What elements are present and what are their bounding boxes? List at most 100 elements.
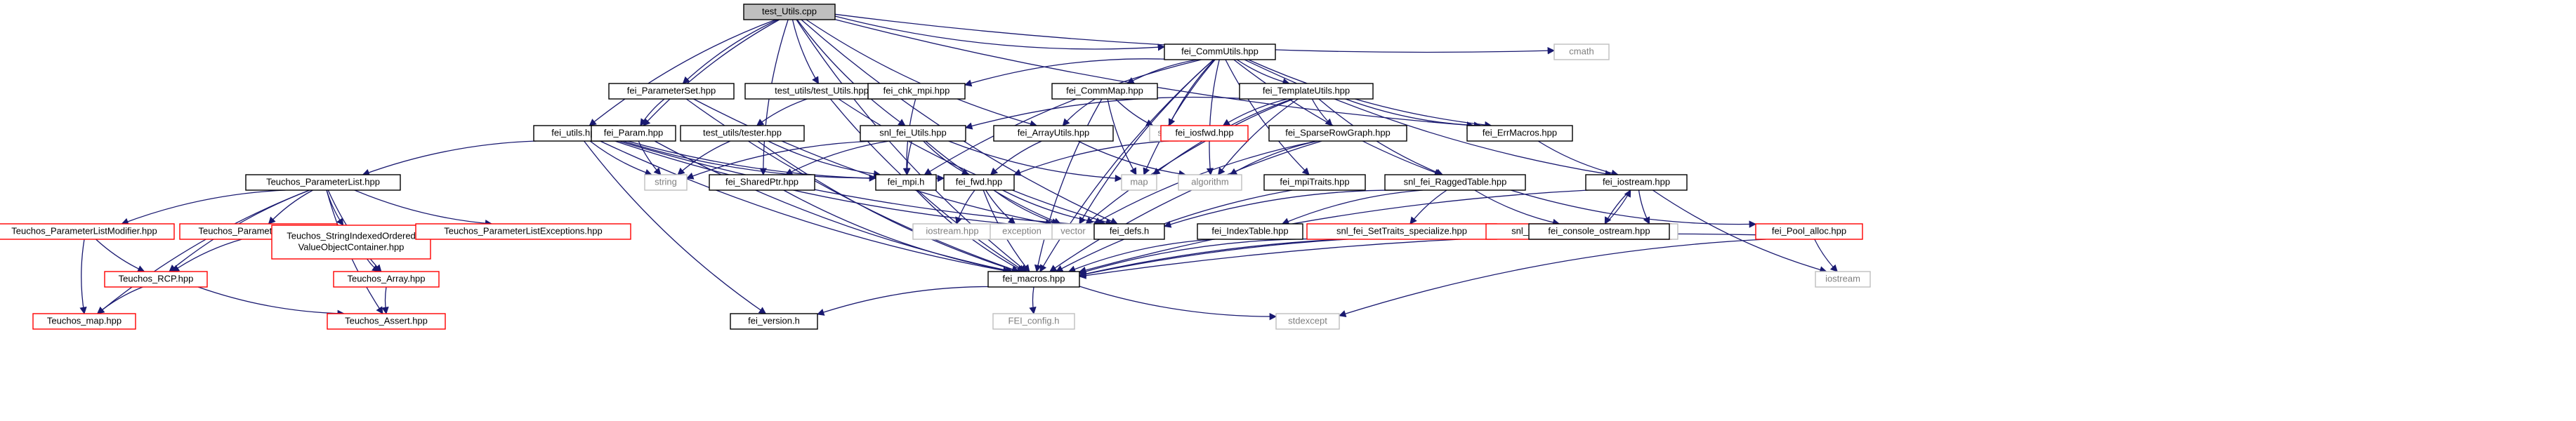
node-fei-commutils-hpp[interactable]: fei_CommUtils.hpp <box>1164 44 1276 60</box>
edge-fei-commutils-hpp-to-fei-commmap-hpp <box>1126 59 1197 84</box>
node-fei-sparserowgraph-hpp[interactable]: fei_SparseRowGraph.hpp <box>1268 125 1407 142</box>
node-teuchos-parameterlistexceptions-hpp[interactable]: Teuchos_ParameterListExceptions.hpp <box>415 223 631 240</box>
edge-fei-iostream-hpp-to-iostream <box>1652 189 1827 274</box>
node-fei-param-hpp[interactable]: fei_Param.hpp <box>591 125 676 142</box>
node-fei-sharedptr-hpp[interactable]: fei_SharedPtr.hpp <box>709 174 815 191</box>
node-fei-commmap-hpp[interactable]: fei_CommMap.hpp <box>1051 83 1158 100</box>
node-teuchos-stringindexedordered-valueobjectcontainer-hpp[interactable]: Teuchos_StringIndexedOrderedValueObjectC… <box>271 225 431 260</box>
edge-test-utils-tester-hpp-to-fei-mpi-h <box>768 140 881 178</box>
node-fei-iostream-hpp[interactable]: fei_iostream.hpp <box>1585 174 1688 191</box>
edge-snl-fei-utils-hpp-to-fei-mpi-h <box>903 140 913 176</box>
edge-fei-templateutils-hpp-to-vector <box>1085 98 1294 225</box>
edge-test-utils-cpp-to-fei-utils-hpp <box>589 19 776 126</box>
edge-fei-pool-alloc-hpp-to-stdexcept <box>1339 239 1766 318</box>
node-fei-iosfwd-hpp[interactable]: fei_iosfwd.hpp <box>1160 125 1249 142</box>
node-fei-mpitraits-hpp[interactable]: fei_mpiTraits.hpp <box>1263 174 1366 191</box>
node-snl-fei-raggedtable-hpp[interactable]: snl_fei_RaggedTable.hpp <box>1384 174 1526 191</box>
node-box <box>1466 125 1573 142</box>
edge-fei-macros-hpp-to-fei-version-h <box>817 286 989 316</box>
node-box <box>1093 223 1165 240</box>
edge-snl-fei-raggedtable-hpp-to-snl-fei-settraits-specialize-hpp <box>1409 189 1447 225</box>
edge-fei-commmap-hpp-to-set <box>1115 98 1154 126</box>
edge-fei-commmap-hpp-to-fei-arrayutils-hpp <box>1062 98 1096 126</box>
node-label: ValueObjectContainer.hpp <box>298 241 405 252</box>
node-snl-fei-settraits-specialize-hpp[interactable]: snl_fei_SetTraits_specialize.hpp <box>1306 223 1497 240</box>
node-fei-pool-alloc-hpp[interactable]: fei_Pool_alloc.hpp <box>1755 223 1863 240</box>
node-snl-fei-utils-hpp[interactable]: snl_fei_Utils.hpp <box>860 125 966 142</box>
edge-fei-parameterset-hpp-to-fei-param-hpp <box>640 98 665 126</box>
node-algorithm: algorithm <box>1178 174 1242 191</box>
node-teuchos-rcp-hpp[interactable]: Teuchos_RCP.hpp <box>104 271 208 288</box>
edge-fei-sharedptr-hpp-to-fei-macros-hpp <box>783 189 1013 274</box>
edge-snl-fei-raggedtable-hpp-to-fei-indextable-hpp <box>1281 189 1424 225</box>
node-label: fei_fwd.hpp <box>956 176 1003 187</box>
node-fei-arrayutils-hpp[interactable]: fei_ArrayUtils.hpp <box>993 125 1114 142</box>
node-fei-version-h[interactable]: fei_version.h <box>730 313 818 330</box>
node-teuchos-parameterlistmodifier-hpp[interactable]: Teuchos_ParameterListModifier.hpp <box>0 223 175 240</box>
node-fei-mpi-h[interactable]: fei_mpi.h <box>875 174 937 191</box>
edge-fei-param-hpp-to-string <box>638 140 662 175</box>
edge-fei-utils-hpp-to-teuchos-parameterlist-hpp <box>362 140 537 176</box>
node-box <box>415 223 631 240</box>
node-label: snl_fei_Utils.hpp <box>879 127 946 138</box>
edge-fei-iostream-hpp-to-iomanip <box>1638 189 1650 225</box>
node-label: snl_fei_RaggedTable.hpp <box>1404 176 1507 187</box>
node-label: fei_ArrayUtils.hpp <box>1018 127 1090 138</box>
node-fei-config-h: FEI_config.h <box>992 313 1075 330</box>
node-box <box>1263 174 1366 191</box>
edge-fei-fwd-hpp-to-vector <box>993 189 1059 225</box>
node-label: fei_mpiTraits.hpp <box>1280 176 1349 187</box>
edge-fei-commutils-hpp-to-map <box>1143 59 1216 175</box>
node-fei-macros-hpp[interactable]: fei_macros.hpp <box>987 271 1080 288</box>
node-fei-parameterset-hpp[interactable]: fei_ParameterSet.hpp <box>608 83 735 100</box>
node-label: fei_CommMap.hpp <box>1066 85 1143 95</box>
node-fei-chk-mpi-hpp[interactable]: fei_chk_mpi.hpp <box>867 83 966 100</box>
node-box <box>1528 223 1670 240</box>
node-teuchos-map-hpp[interactable]: Teuchos_map.hpp <box>32 313 136 330</box>
node-label: string <box>655 176 677 187</box>
edge-fei-commutils-hpp-to-fei-iostream-hpp <box>1244 59 1612 178</box>
node-teuchos-parameterlist-hpp[interactable]: Teuchos_ParameterList.hpp <box>245 174 401 191</box>
node-label: fei_SharedPtr.hpp <box>725 176 799 187</box>
node-label: FEI_config.h <box>1008 315 1060 326</box>
node-label: fei_chk_mpi.hpp <box>883 85 950 95</box>
edge-test-utils-test-utils-hpp-to-fei-defs-h <box>838 98 1113 226</box>
node-label: Teuchos_RCP.hpp <box>119 273 194 283</box>
node-test-utils-cpp[interactable]: test_Utils.cpp <box>743 4 836 20</box>
node-box <box>1275 313 1340 330</box>
edge-fei-templateutils-hpp-to-snl-fei-raggedtable-hpp <box>1318 98 1444 176</box>
edge-snl-fei-utils-hpp-to-fei-sharedptr-hpp <box>784 140 890 175</box>
edge-fei-commutils-hpp-to-fei-templateutils-hpp <box>1236 59 1290 86</box>
node-test-utils-test-utils-hpp[interactable]: test_utils/test_Utils.hpp <box>744 83 899 100</box>
edge-teuchos-array-hpp-to-teuchos-assert-hpp <box>381 286 389 315</box>
edge-fei-iostream-hpp-to-fei-console-ostream-hpp <box>1604 189 1631 225</box>
node-box <box>245 174 401 191</box>
node-box <box>644 174 688 191</box>
node-label: map <box>1130 176 1148 187</box>
node-label: fei_Param.hpp <box>604 127 664 138</box>
edge-fei-commutils-hpp-to-algorithm <box>1206 59 1220 176</box>
edge-fei-utils-hpp-to-fei-macros-hpp <box>600 140 1011 274</box>
node-label: Teuchos_Assert.hpp <box>345 315 428 326</box>
node-fei-defs-h[interactable]: fei_defs.h <box>1093 223 1165 240</box>
node-teuchos-assert-hpp[interactable]: Teuchos_Assert.hpp <box>327 313 446 330</box>
node-box <box>1755 223 1863 240</box>
node-fei-console-ostream-hpp[interactable]: fei_console_ostream.hpp <box>1528 223 1670 240</box>
node-fei-errmacros-hpp[interactable]: fei_ErrMacros.hpp <box>1466 125 1573 142</box>
node-fei-templateutils-hpp[interactable]: fei_TemplateUtils.hpp <box>1239 83 1374 100</box>
edge-test-utils-cpp-to-snl-fei-utils-hpp <box>796 19 906 126</box>
edge-snl-fei-raggedtable-hpp-to-snl-fei-maptraits-specialize-hpp <box>1474 189 1560 227</box>
edge-snl-fei-utils-hpp-to-string <box>686 140 874 180</box>
edge-test-utils-cpp-to-fei-commutils-hpp <box>834 15 1166 51</box>
node-test-utils-tester-hpp[interactable]: test_utils/tester.hpp <box>680 125 805 142</box>
node-label: Teuchos_ParameterListModifier.hpp <box>11 225 157 236</box>
edge-fei-commmap-hpp-to-map <box>1107 98 1137 175</box>
edge-fei-commutils-hpp-to-fei-macros-hpp <box>1039 59 1214 272</box>
edge-fei-errmacros-hpp-to-fei-iostream-hpp <box>1537 140 1619 177</box>
edge-fei-pool-alloc-hpp-to-iostream <box>1814 239 1838 272</box>
node-fei-fwd-hpp[interactable]: fei_fwd.hpp <box>943 174 1015 191</box>
node-box <box>709 174 815 191</box>
node-fei-indextable-hpp[interactable]: fei_IndexTable.hpp <box>1197 223 1303 240</box>
node-teuchos-array-hpp[interactable]: Teuchos_Array.hpp <box>333 271 440 288</box>
edge-fei-iostream-hpp-to-fei-macros-hpp <box>1078 189 1589 274</box>
